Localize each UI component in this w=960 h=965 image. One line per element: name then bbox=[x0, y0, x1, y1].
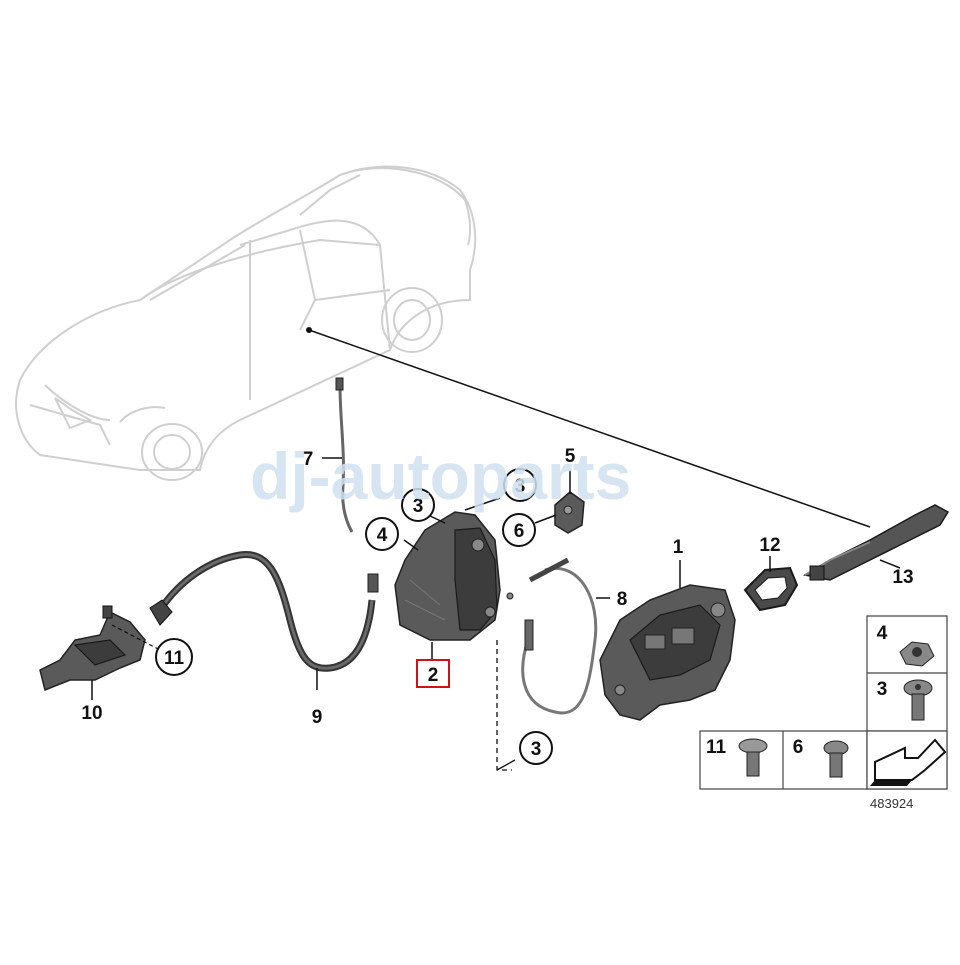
part-9-cable bbox=[157, 550, 379, 672]
nut-icon bbox=[899, 641, 935, 667]
callout-3-top-right: 3 bbox=[503, 468, 537, 502]
svg-text:3: 3 bbox=[413, 496, 424, 517]
label-9: 9 bbox=[312, 707, 323, 728]
car-outline bbox=[15, 165, 477, 481]
hardware-legend: 4 3 11 6 bbox=[699, 615, 948, 790]
callout-4: 4 bbox=[365, 517, 399, 551]
part-1-handle-carrier bbox=[599, 584, 736, 721]
part-10-bracket bbox=[39, 599, 173, 692]
svg-text:4: 4 bbox=[377, 525, 388, 546]
label-10: 10 bbox=[81, 703, 102, 724]
part-7-rod bbox=[335, 377, 354, 533]
part-8-bowden-cable bbox=[506, 557, 598, 715]
legend-label-3: 3 bbox=[877, 679, 888, 700]
part-5-striker-bracket bbox=[554, 491, 585, 534]
small-screw-icon bbox=[823, 740, 849, 778]
diagram-reference-number: 483924 bbox=[870, 796, 914, 811]
callout-3-top-left: 3 bbox=[401, 488, 435, 522]
callout-2-highlighted: 2 bbox=[416, 659, 450, 688]
callout-11: 11 bbox=[155, 638, 193, 676]
svg-text:11: 11 bbox=[164, 648, 185, 669]
label-12: 12 bbox=[759, 535, 780, 556]
label-8: 8 bbox=[617, 589, 628, 610]
label-1: 1 bbox=[673, 537, 684, 558]
leader-to-part-13 bbox=[308, 329, 871, 528]
label-5: 5 bbox=[565, 446, 576, 467]
arrow-icon bbox=[866, 730, 948, 790]
svg-text:3: 3 bbox=[531, 739, 542, 760]
part-2-lock-actuator bbox=[394, 511, 501, 641]
svg-text:6: 6 bbox=[514, 521, 525, 542]
flange-bolt-icon bbox=[738, 738, 768, 777]
label-13: 13 bbox=[892, 567, 913, 588]
svg-text:3: 3 bbox=[515, 476, 526, 497]
legend-label-11: 11 bbox=[706, 737, 727, 758]
part-13-door-handle bbox=[802, 504, 950, 581]
callout-6: 6 bbox=[502, 513, 536, 547]
svg-text:2: 2 bbox=[428, 665, 439, 686]
part-12-gasket bbox=[743, 566, 799, 612]
callout-3-bottom: 3 bbox=[519, 731, 553, 765]
label-7: 7 bbox=[303, 449, 314, 470]
legend-label-4: 4 bbox=[877, 623, 888, 644]
torx-screw-icon bbox=[903, 679, 933, 721]
legend-label-6: 6 bbox=[793, 737, 804, 758]
